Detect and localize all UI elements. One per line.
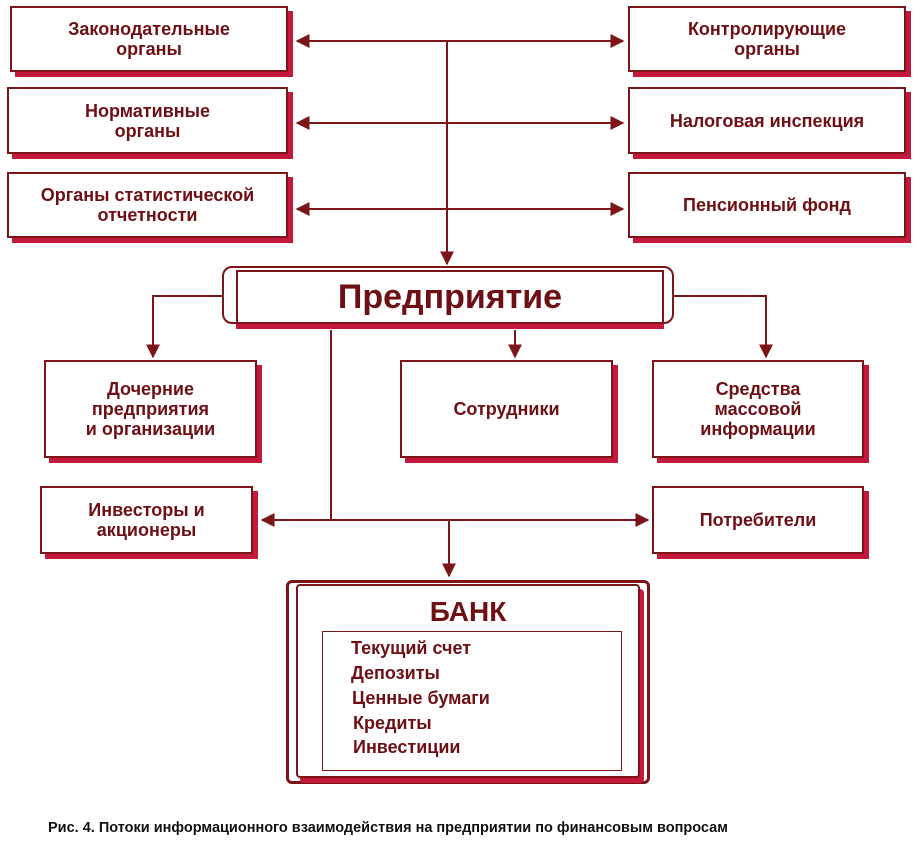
node-legislative: Законодательные органы [10,6,288,72]
node-investors: Инвесторы и акционеры [40,486,253,554]
bank-item: Инвестиции [353,737,461,757]
bank-frame [286,580,650,784]
node-normative: Нормативные органы [7,87,288,154]
bank-item: Ценные бумаги [352,688,490,708]
bank-item: Депозиты [351,663,440,683]
bank-item: Кредиты [353,713,432,733]
node-bank: БАНК Текущий счет Депозиты Ценные бумаги… [296,584,640,778]
node-consumers: Потребители [652,486,864,554]
bank-services-list: Текущий счет Депозиты Ценные бумаги Кред… [322,631,622,771]
node-media: Средства массовой информации [652,360,864,458]
bank-item: Текущий счет [351,638,472,658]
node-pension: Пенсионный фонд [628,172,906,238]
node-statistics: Органы статистической отчетности [7,172,288,238]
node-subsidiaries: Дочерние предприятия и организации [44,360,257,458]
figure-caption: Рис. 4. Потоки информационного взаимодей… [48,820,728,836]
arrow-enterprise-subsidiaries [146,295,223,359]
node-tax: Налоговая инспекция [628,87,906,154]
bank-title: БАНК [429,596,507,627]
node-employees: Сотрудники [400,360,613,458]
node-control: Контролирующие органы [628,6,906,72]
arrow-enterprise-media [674,295,773,359]
node-enterprise: Предприятие [236,270,664,324]
